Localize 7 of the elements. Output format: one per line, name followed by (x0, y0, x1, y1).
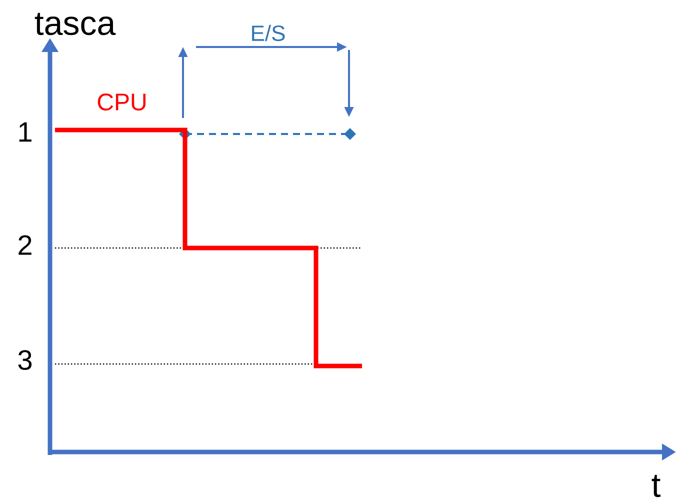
tick-label: 3 (18, 350, 32, 370)
tick-label: 2 (18, 235, 32, 255)
interval-label: E/S (252, 24, 285, 42)
axis-label: tasca (34, 12, 116, 36)
tick-label: 1 (19, 122, 32, 142)
segment-label: CPU (98, 94, 146, 110)
axis-label: t (652, 474, 660, 498)
